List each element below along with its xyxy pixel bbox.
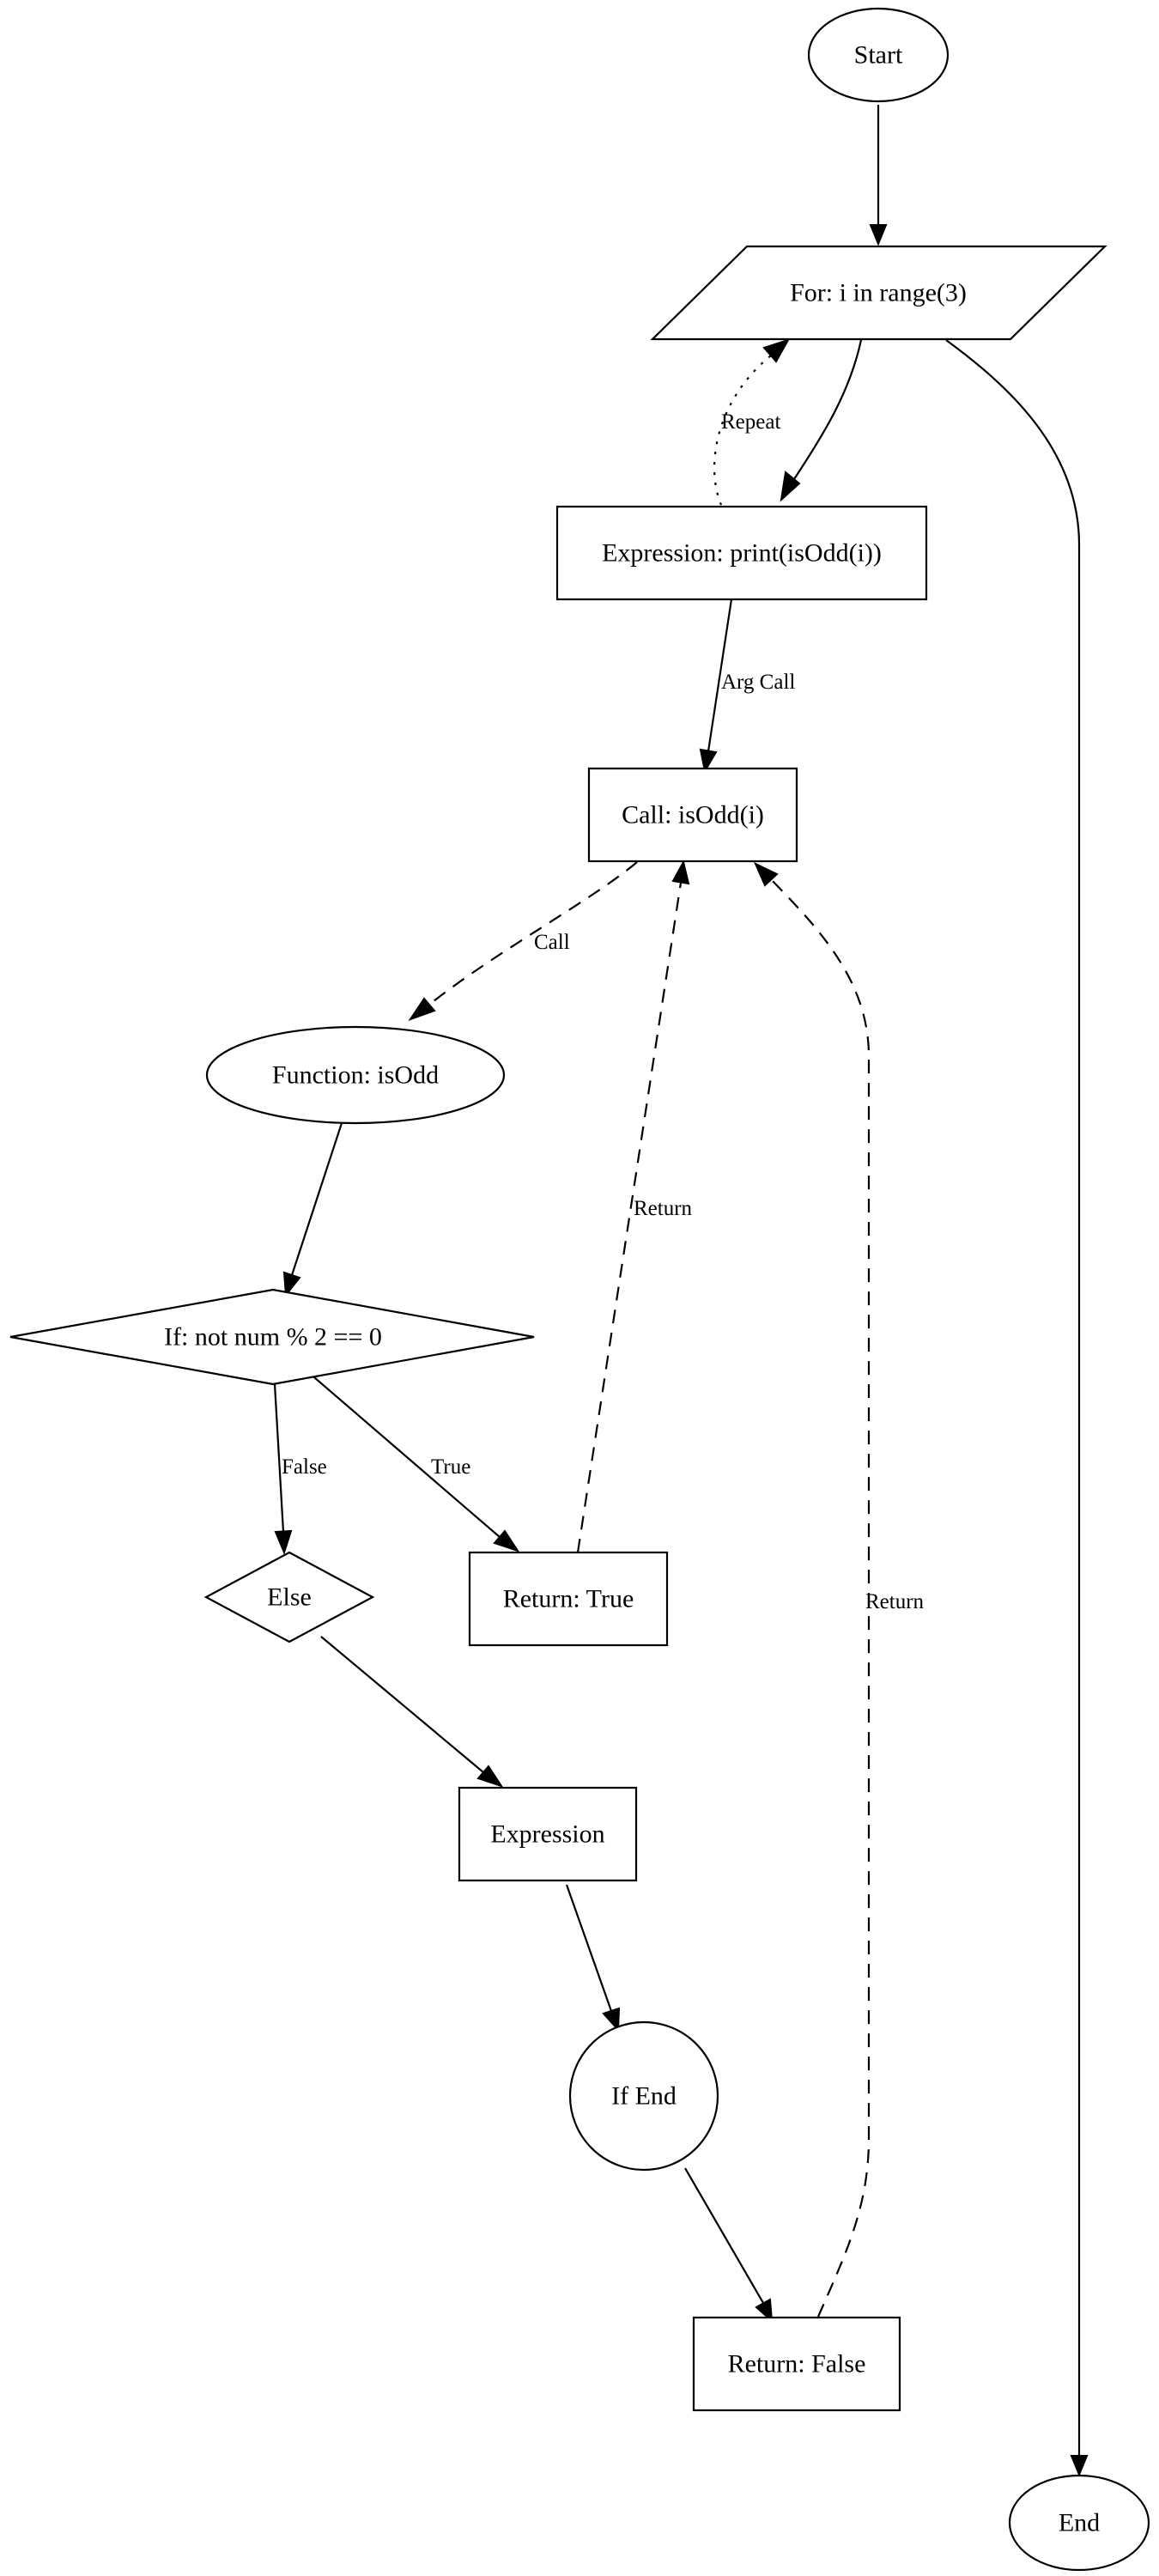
node-else: Else [203, 1551, 375, 1643]
edge-label-true: True [431, 1455, 470, 1479]
node-expression-label: Expression [490, 1820, 604, 1849]
node-expression-print: Expression: print(isOdd(i)) [555, 505, 928, 601]
node-if-end: If End [568, 2020, 719, 2172]
edge-label-false: False [282, 1455, 327, 1479]
node-return-true-label: Return: True [503, 1585, 634, 1613]
edge-call [408, 861, 638, 1021]
edge-for-to-expression-print [780, 339, 863, 502]
node-return-false-label: Return: False [728, 2350, 866, 2379]
node-start-label: Start [854, 41, 903, 70]
node-if-condition-label: If: not num % 2 == 0 [164, 1323, 382, 1352]
node-return-false: Return: False [692, 2316, 901, 2412]
node-call-isodd-label: Call: isOdd(i) [622, 801, 764, 829]
node-function-isodd-label: Function: isOdd [272, 1061, 439, 1090]
node-for-loop: For: i in range(3) [650, 245, 1107, 341]
node-expression: Expression [458, 1786, 638, 1882]
node-end-label: End [1059, 2509, 1100, 2537]
node-function-isodd: Function: isOdd [205, 1025, 506, 1125]
node-end: End [1008, 2474, 1150, 2572]
node-call-isodd: Call: isOdd(i) [587, 767, 798, 863]
edge-arg-call [699, 598, 733, 774]
node-if-end-label: If End [611, 2082, 677, 2111]
edge-repeat [713, 338, 791, 506]
edge-expression-to-if-end [565, 1884, 621, 2032]
edge-label-return-true: Return [634, 1197, 693, 1220]
node-for-loop-label: For: i in range(3) [790, 279, 967, 307]
node-start: Start [807, 7, 950, 103]
edge-label-call: Call [534, 931, 570, 954]
edge-for-to-end [945, 339, 1089, 2477]
node-else-label: Else [267, 1583, 312, 1612]
edge-false-branch [273, 1383, 293, 1555]
edge-return-from-true [576, 860, 690, 1553]
node-return-true: Return: True [468, 1551, 669, 1647]
edge-if-end-to-return-false [684, 2167, 774, 2324]
edge-else-to-expression [320, 1636, 504, 1788]
edge-return-from-false [753, 861, 871, 2318]
edge-label-repeat: Repeat [721, 410, 780, 434]
edge-start-to-for [869, 105, 888, 246]
edge-label-return-false: Return [865, 1590, 925, 1613]
edge-function-to-if [282, 1122, 343, 1297]
edge-label-arg-call: Arg Call [721, 671, 795, 694]
node-if-condition: If: not num % 2 == 0 [9, 1288, 535, 1386]
edge-true-branch [313, 1376, 520, 1552]
node-expression-print-label: Expression: print(isOdd(i)) [602, 539, 882, 568]
